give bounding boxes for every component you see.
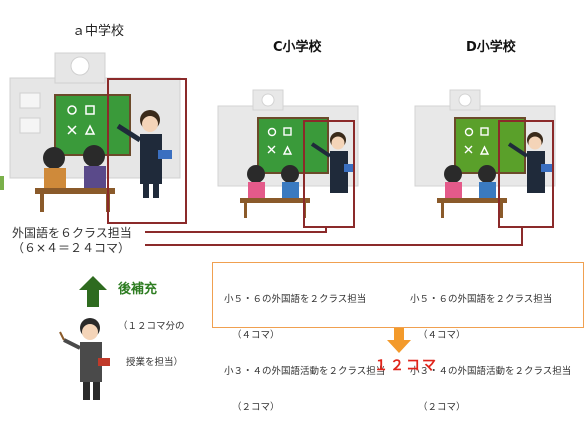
left-edge-fragment — [0, 176, 4, 190]
supplement-detail: （１２コマ分の 授業を担当） — [118, 297, 185, 381]
total-koma: １２コマ — [374, 358, 438, 374]
connector-lines — [145, 226, 523, 246]
students-icon — [240, 165, 310, 218]
school-a-note-line2: （６×４＝２４コマ） — [12, 241, 131, 255]
c-duty-3: 小３・４の外国語活動を２クラス担当 — [224, 366, 386, 377]
teacher-icon — [116, 110, 172, 198]
c-duty-2: （４コマ） — [232, 330, 280, 341]
school-d-title: D小学校 — [466, 40, 516, 55]
c-duty-1: 小５・６の外国語を２クラス担当 — [224, 294, 367, 305]
school-c-title: C小学校 — [273, 40, 322, 55]
school-c-illustration — [217, 89, 359, 218]
school-a-title: ａ中学校 — [72, 24, 125, 39]
school-d-duties: 小５・６の外国語を２クラス担当 （４コマ） 小３・４の外国語活動を２クラス担当 … — [410, 270, 571, 426]
students-icon — [437, 165, 507, 218]
connector-to-d — [145, 226, 523, 246]
school-a-frame — [107, 78, 187, 224]
chalkboard-icon — [54, 94, 131, 156]
students-icon — [35, 145, 115, 212]
duties-box — [212, 262, 584, 328]
d-duty-3: 小３・４の外国語活動を２クラス担当 — [410, 366, 572, 377]
d-duty-1: 小５・６の外国語を２クラス担当 — [410, 294, 553, 305]
supplement-detail-1: （１２コマ分の — [118, 321, 185, 332]
school-a-note-line1: 外国語を６クラス担当 — [12, 226, 132, 240]
d-duty-2: （４コマ） — [418, 330, 466, 341]
school-a-note: 外国語を６クラス担当 （６×４＝２４コマ） — [12, 226, 132, 256]
teacher-icon — [310, 132, 355, 193]
school-d-illustration — [414, 89, 556, 218]
school-a-illustration — [9, 52, 181, 212]
supplement-teacher-icon — [59, 318, 110, 400]
school-c-frame — [303, 120, 355, 228]
down-arrow-icon — [387, 328, 411, 353]
school-d-frame — [498, 120, 554, 228]
school-c-duties: 小５・６の外国語を２クラス担当 （４コマ） 小３・４の外国語活動を２クラス担当 … — [224, 270, 385, 426]
teacher-icon — [507, 132, 552, 193]
up-arrow-icon — [79, 276, 107, 307]
supplement-detail-2: 授業を担当） — [126, 357, 184, 368]
supplement-label: 後補充 — [118, 282, 158, 297]
connector-to-c — [145, 226, 327, 233]
